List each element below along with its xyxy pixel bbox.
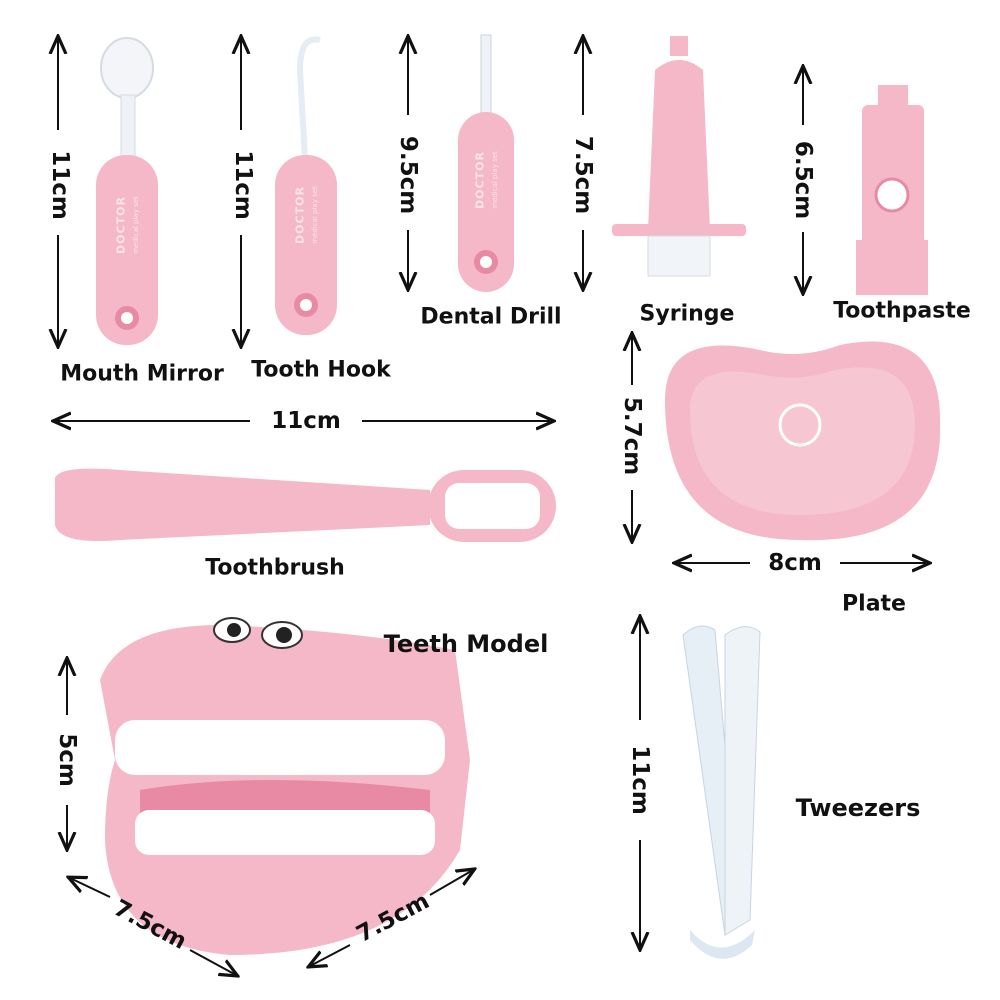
tweezers-image [682,625,761,959]
tooth-hook-image [275,36,337,335]
toothbrush-image [55,468,556,542]
teeth-model-image [100,617,470,955]
tweezers-size: 11cm [627,745,653,815]
teeth-model-label: Teeth Model [383,630,549,658]
dimension-arrows [55,38,928,975]
brand-logo: DOCTOR [473,151,487,209]
toothpaste-label: Toothpaste [833,298,971,324]
toothpaste-size: 6.5cm [790,140,816,220]
toothpaste-image [856,85,928,295]
plate-image [665,341,941,541]
toothbrush-size: 11cm [271,408,341,434]
mouth-mirror-label: Mouth Mirror [60,361,224,387]
plate-label: Plate [842,591,906,617]
teeth-model-height: 5cm [54,733,80,787]
toothbrush-label: Toothbrush [205,555,345,581]
tweezers-label: Tweezers [795,794,921,822]
dental-drill-image [458,34,514,292]
brand-logo: DOCTOR [114,196,128,254]
brand-subtitle: medical play set [132,196,140,254]
mouth-mirror-image [96,37,158,345]
syringe-size: 7.5cm [570,135,596,215]
syringe-label: Syringe [639,301,735,327]
tooth-hook-label: Tooth Hook [251,357,391,383]
plate-height: 5.7cm [619,396,645,476]
brand-subtitle: medical play set [311,186,319,244]
brand-subtitle: medical play set [491,151,499,209]
syringe-image [612,36,746,277]
plate-width: 8cm [768,550,822,576]
tooth-hook-size: 11cm [230,150,256,220]
dental-drill-label: Dental Drill [420,304,562,330]
dental-drill-size: 9.5cm [395,135,421,215]
mouth-mirror-size: 11cm [47,150,73,220]
brand-logo: DOCTOR [293,186,307,244]
